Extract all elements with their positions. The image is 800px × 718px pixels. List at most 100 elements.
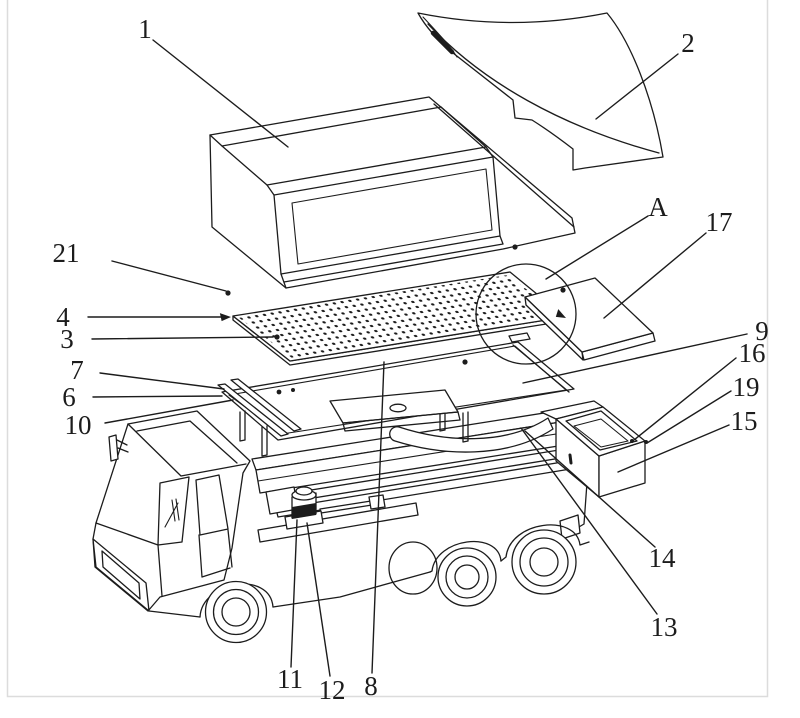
part-label-16: 16 (739, 338, 766, 368)
box-keyhole-mark (568, 453, 573, 465)
bolt-dot (512, 244, 518, 250)
part-label-9: 9 (755, 316, 769, 346)
box1-silhouette (209, 96, 576, 289)
bolt-dot (291, 388, 295, 392)
cab-mirror (108, 434, 129, 462)
front-wheel-hub (221, 597, 251, 627)
box1-lid-edges (221, 106, 494, 196)
leader-line-1 (152, 39, 289, 148)
page-edge-frame (6, 0, 769, 698)
cab-door-window (195, 474, 229, 536)
detail-circle-A (475, 263, 577, 365)
rear-wheel1-hub (454, 564, 480, 590)
box1-left-profile (209, 134, 287, 289)
part-label-8: 8 (364, 671, 378, 701)
cover-plate-part-17 (524, 277, 656, 361)
part-label-2: 2 (681, 28, 695, 58)
enclosure-box-part-1 (209, 96, 576, 289)
cab-license-recess (101, 550, 141, 600)
leader-line-8 (371, 361, 385, 674)
rear-wheel-arch-1 (429, 540, 502, 573)
pump-assembly-parts-11-12 (284, 486, 324, 530)
part-label-7: 7 (70, 355, 84, 385)
part-label-3: 3 (60, 324, 74, 354)
leader-line-6 (92, 395, 223, 398)
leader-line-21 (111, 260, 227, 292)
cab-wiper (164, 502, 179, 528)
curved-cover-part-2 (417, 12, 664, 171)
pump-dark-band (292, 503, 316, 519)
subframe-right-flange (512, 344, 570, 393)
leader-line-11 (290, 519, 298, 668)
part-label-15: 15 (731, 406, 758, 436)
under-chassis-line (148, 571, 431, 618)
box-inner-floor (573, 418, 629, 448)
part-label-4: 4 (56, 302, 70, 332)
leader-line-17 (603, 232, 707, 319)
cab-door-lines (95, 522, 233, 597)
rod-bracket (368, 494, 386, 510)
truck-cab (92, 410, 251, 612)
leader-line-15 (617, 424, 730, 473)
subframe-parts-9-6-7-10 (217, 332, 575, 457)
part-label-A: A (648, 192, 668, 222)
leader-line-12 (306, 522, 331, 677)
bolt-dot (560, 287, 566, 293)
guide-rail-part-6 (230, 378, 302, 432)
bolt-dot (225, 290, 231, 296)
box-inner-rim (565, 410, 638, 451)
leader-line-13 (520, 427, 658, 615)
guide-rail-part-7 (217, 383, 289, 437)
subframe-plate (221, 341, 575, 441)
bolt-dot (276, 389, 282, 395)
cab-roof-edges (127, 420, 247, 477)
part-label-14: 14 (649, 543, 677, 573)
cover2-inner-sweep (427, 23, 660, 154)
cover2-inner-left (422, 16, 458, 58)
bolt-dots-layer (225, 244, 648, 444)
bolt-dot (462, 359, 468, 365)
part-label-19: 19 (733, 372, 760, 402)
part-label-11: 11 (277, 664, 303, 694)
plate17-surface (524, 277, 654, 353)
truck-vehicle (92, 406, 596, 644)
plate-perforation-dots (238, 275, 561, 358)
pump-dome (295, 486, 313, 496)
leader-line-3 (91, 336, 274, 340)
cab-pillar-trim (171, 498, 180, 522)
leader-line-9 (522, 333, 748, 384)
far-rear-wheel (388, 541, 438, 595)
rear-wheel2-hub (529, 547, 559, 577)
subframe-corner-tab (508, 332, 531, 343)
rear-wheel-arch-2 (500, 524, 590, 562)
leader-line-7 (99, 372, 225, 390)
part-label-12: 12 (319, 675, 346, 705)
box1-front-panel (291, 168, 493, 265)
box1-front-edges (280, 235, 504, 283)
corner-arrow-marker (555, 309, 566, 318)
part-label-21: 21 (53, 238, 80, 268)
subframe-legs (239, 400, 469, 457)
cover2-shell (417, 12, 664, 171)
part-label-1: 1 (138, 14, 152, 44)
leader-line-16 (633, 357, 737, 441)
leader-line-19 (646, 390, 732, 444)
leader-line-A (545, 215, 649, 280)
leader-line-10 (104, 399, 234, 424)
part-label-10: 10 (65, 410, 92, 440)
box1-slope-rim (433, 103, 575, 228)
part-label-13: 13 (651, 612, 678, 642)
part-label-6: 6 (62, 382, 76, 412)
leader-line-2 (595, 53, 679, 120)
oval-hole-part-8 (389, 403, 407, 413)
collection-box-parts-15-16-19 (540, 400, 646, 498)
leader-line-14 (524, 430, 656, 548)
bolt-dot (630, 439, 634, 443)
bolt-dot (274, 334, 280, 340)
truck-wheels (204, 529, 577, 644)
curved-duct-part-14 (389, 417, 554, 453)
part-label-17: 17 (706, 207, 733, 237)
